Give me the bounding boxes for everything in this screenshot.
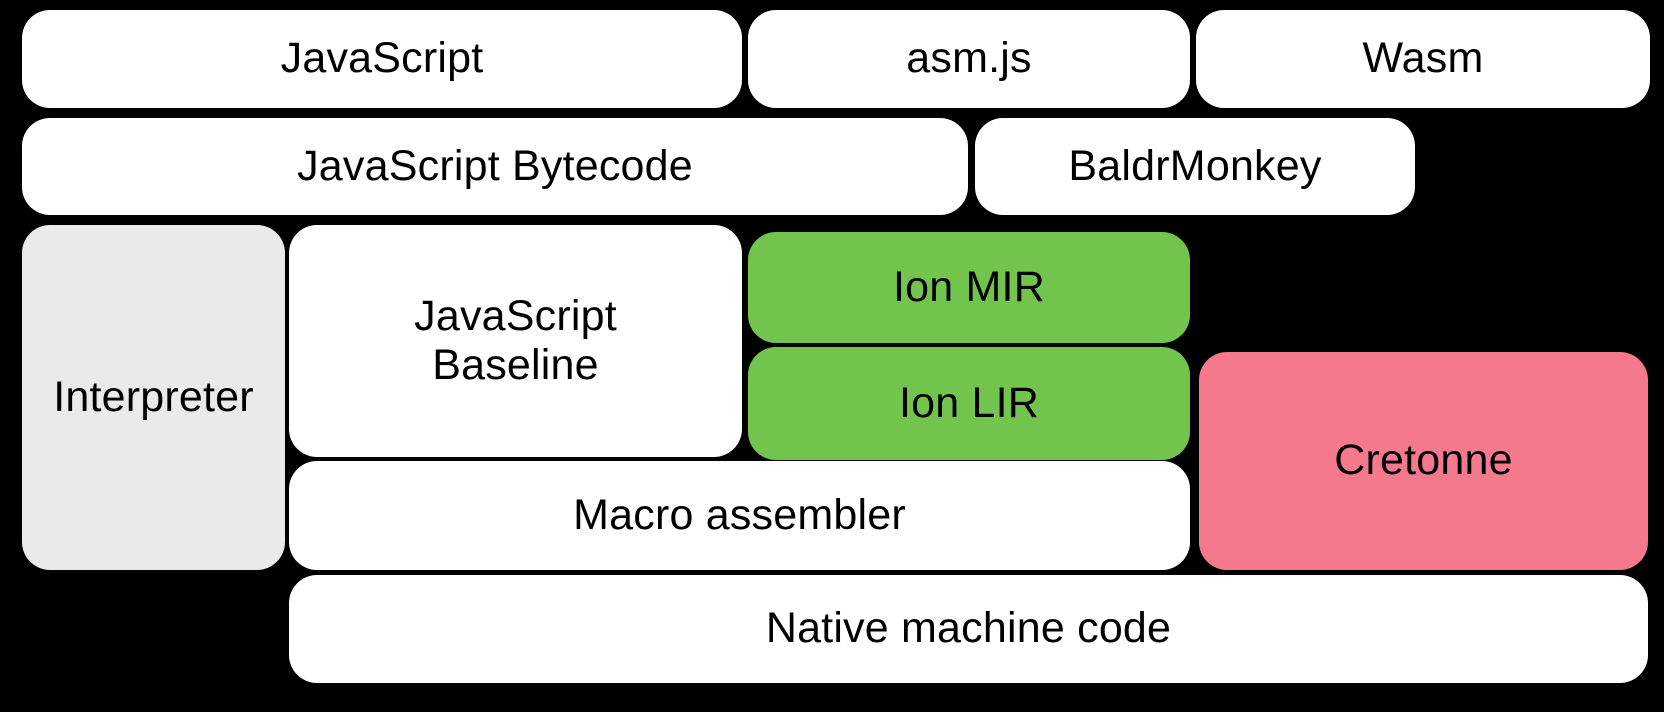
node-baldrmonkey: BaldrMonkey: [975, 118, 1415, 215]
node-native-machine-code: Native machine code: [289, 575, 1648, 683]
node-macro-assembler: Macro assembler: [289, 461, 1190, 570]
node-asmjs: asm.js: [748, 10, 1190, 108]
node-cretonne: Cretonne: [1199, 352, 1648, 570]
node-ion-mir: Ion MIR: [748, 232, 1190, 343]
node-wasm: Wasm: [1196, 10, 1650, 108]
node-interpreter: Interpreter: [22, 225, 285, 570]
node-ion-lir: Ion LIR: [748, 347, 1190, 460]
node-javascript: JavaScript: [22, 10, 742, 108]
node-javascript-bytecode: JavaScript Bytecode: [22, 118, 968, 215]
node-javascript-baseline: JavaScript Baseline: [289, 225, 742, 457]
